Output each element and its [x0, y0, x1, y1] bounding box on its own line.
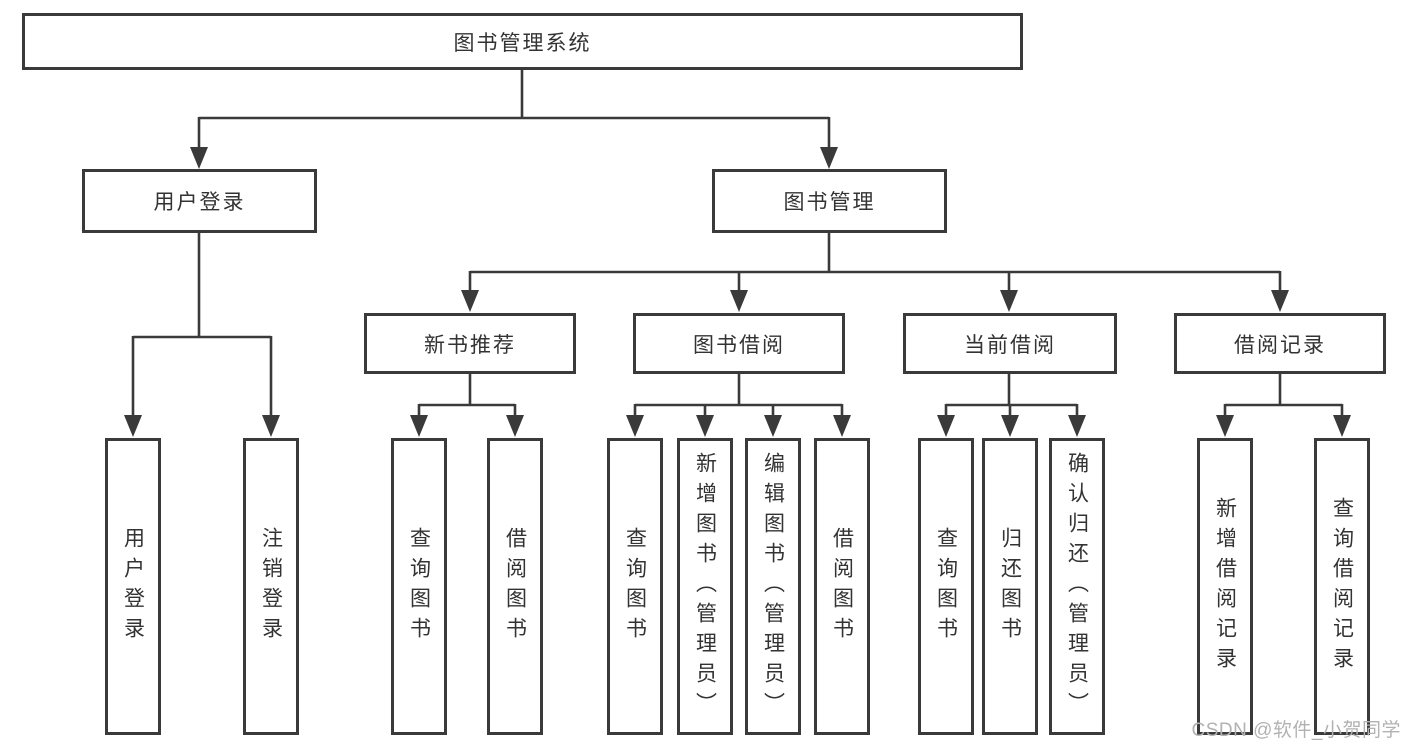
arrow-down-icon: [190, 147, 208, 169]
arrow-down-icon: [461, 290, 479, 312]
leaf-label: 借阅图书: [830, 526, 854, 647]
arrow-down-icon: [1001, 415, 1019, 437]
leaf-query-books-current: 查询图书: [918, 438, 974, 735]
leaf-add-borrow-record: 新增借阅记录: [1197, 438, 1253, 735]
node-borrowing-records: 借阅记录: [1174, 313, 1386, 374]
leaf-label: 注销登录: [259, 526, 283, 647]
connectors-borrowing-records: [1216, 374, 1351, 437]
leaf-query-borrow-record: 查询借阅记录: [1314, 438, 1370, 735]
connectors-new-book-recommend: [410, 374, 524, 437]
node-book-management: 图书管理: [712, 169, 947, 233]
leaf-label: 确认归还（管理员）: [1065, 451, 1089, 722]
leaf-label: 编辑图书（管理员）: [761, 451, 785, 722]
connectors-book-management: [461, 233, 1289, 312]
arrow-down-icon: [506, 415, 524, 437]
leaf-borrow-books-recommend: 借阅图书: [487, 438, 543, 735]
leaf-add-books-admin: 新增图书（管理员）: [677, 438, 733, 735]
leaf-edit-books-admin: 编辑图书（管理员）: [745, 438, 801, 735]
csdn-watermark: CSDN @软件_小贺同学: [1191, 720, 1401, 741]
arrow-down-icon: [937, 415, 955, 437]
leaf-return-books: 归还图书: [982, 438, 1038, 735]
arrow-down-icon: [124, 415, 142, 437]
arrow-down-icon: [262, 415, 280, 437]
arrow-down-icon: [730, 290, 748, 312]
arrow-down-icon: [1000, 290, 1018, 312]
leaf-label: 用户登录: [121, 526, 145, 647]
leaf-label: 归还图书: [998, 526, 1022, 647]
leaf-borrow-books: 借阅图书: [814, 438, 870, 735]
node-book-borrowing: 图书借阅: [633, 313, 845, 374]
arrow-down-icon: [1333, 415, 1351, 437]
arrow-down-icon: [626, 415, 644, 437]
leaf-user-login: 用户登录: [105, 438, 161, 735]
leaf-label: 查询图书: [934, 526, 958, 647]
leaf-label: 查询图书: [623, 526, 647, 647]
connectors-user-login: [124, 233, 280, 437]
leaf-label: 借阅图书: [503, 526, 527, 647]
leaf-logout: 注销登录: [243, 438, 299, 735]
leaf-label: 新增图书（管理员）: [693, 451, 717, 722]
node-user-login: 用户登录: [82, 169, 317, 233]
node-new-book-recommend: 新书推荐: [364, 313, 576, 374]
connectors-current-borrowing: [937, 374, 1086, 437]
arrow-down-icon: [1271, 290, 1289, 312]
leaf-label: 查询借阅记录: [1330, 496, 1354, 677]
leaf-query-books-borrowing: 查询图书: [607, 438, 663, 735]
arrow-down-icon: [764, 415, 782, 437]
connectors-book-borrowing: [626, 374, 851, 437]
arrow-down-icon: [833, 415, 851, 437]
arrow-down-icon: [696, 415, 714, 437]
arrow-down-icon: [1068, 415, 1086, 437]
node-current-borrowing: 当前借阅: [903, 313, 1117, 374]
node-root-system: 图书管理系统: [22, 13, 1023, 70]
leaf-label: 查询图书: [407, 526, 431, 647]
arrow-down-icon: [1216, 415, 1234, 437]
arrow-down-icon: [820, 147, 838, 169]
leaf-confirm-return-admin: 确认归还（管理员）: [1049, 438, 1105, 735]
leaf-query-books-recommend: 查询图书: [391, 438, 447, 735]
leaf-label: 新增借阅记录: [1213, 496, 1237, 677]
arrow-down-icon: [410, 415, 428, 437]
connectors-root: [190, 69, 838, 169]
